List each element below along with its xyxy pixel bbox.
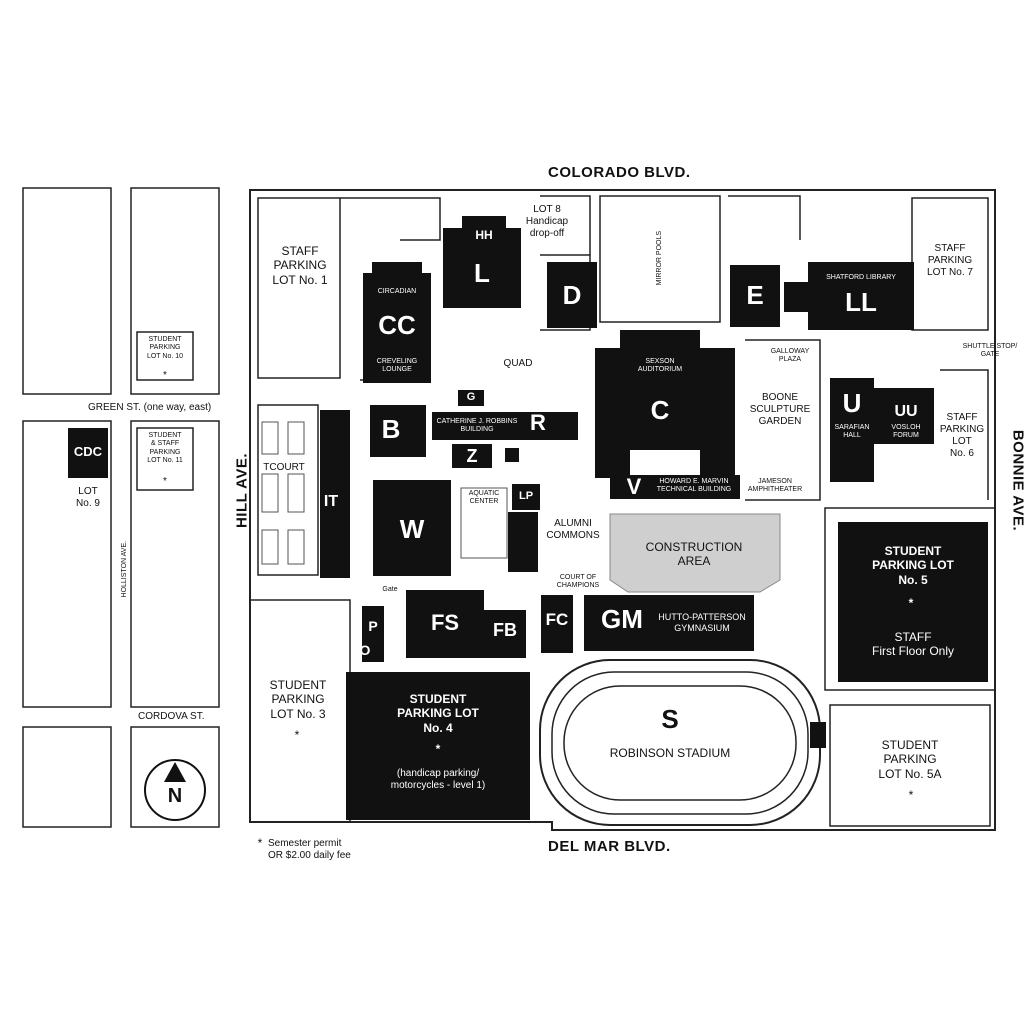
street-holliston: HOLLISTON AVE. bbox=[120, 540, 128, 598]
lot-5-star: * bbox=[908, 596, 914, 610]
label-creveling: CREVELING LOUNGE bbox=[376, 358, 418, 374]
label-sarafian: SARAFIAN HALL bbox=[834, 424, 870, 440]
label-construction: CONSTRUCTION AREA bbox=[645, 540, 743, 569]
building-ll[interactable]: LL bbox=[845, 287, 877, 317]
building-b[interactable]: B bbox=[381, 414, 401, 444]
lot-9: LOT No. 9 bbox=[76, 486, 100, 509]
street-bonnie: BONNIE AVE. bbox=[1009, 429, 1024, 532]
building-cc[interactable]: CC bbox=[378, 310, 416, 340]
lot-11-star: * bbox=[163, 476, 167, 487]
building-u[interactable]: U bbox=[842, 388, 862, 418]
label-marvin: HOWARD E. MARVIN TECHNICAL BUILDING bbox=[656, 478, 732, 494]
label-sexson: SEXSON AUDITORIUM bbox=[637, 358, 683, 374]
label-alumni: ALUMNI COMMONS bbox=[546, 518, 600, 541]
building-fs[interactable]: FS bbox=[430, 610, 460, 635]
label-court: COURT OF CHAMPIONS bbox=[556, 574, 600, 590]
building-o[interactable]: O bbox=[359, 642, 371, 658]
building-it[interactable]: IT bbox=[320, 492, 342, 512]
building-c[interactable]: C bbox=[650, 395, 670, 425]
building-w[interactable]: W bbox=[399, 514, 425, 544]
block-lot-11 bbox=[130, 420, 220, 708]
street-colorado: COLORADO BLVD. bbox=[548, 164, 691, 181]
label-aquatic: AQUATIC CENTER bbox=[468, 490, 500, 506]
student-lot-10: STUDENT PARKING LOT No. 10 bbox=[146, 336, 184, 360]
block-sw bbox=[22, 726, 112, 828]
label-boone: BOONE SCULPTURE GARDEN bbox=[749, 392, 811, 427]
building-gm[interactable]: GM bbox=[601, 604, 643, 634]
staff-lot-6: STAFF PARKING LOT No. 6 bbox=[939, 412, 985, 459]
north-letter: N bbox=[167, 785, 183, 807]
label-vosloh: VOSLOH FORUM bbox=[891, 424, 921, 440]
legend-note: Semester permit OR $2.00 daily fee bbox=[268, 838, 351, 861]
lot-8: LOT 8 Handicap drop-off bbox=[525, 204, 569, 239]
label-quad: QUAD bbox=[503, 358, 533, 369]
label-shuttle: SHUTTLE STOP/ GATE bbox=[962, 343, 1018, 359]
building-hh[interactable]: HH bbox=[475, 228, 493, 242]
building-fc[interactable]: FC bbox=[545, 610, 569, 629]
lot-3-star: * bbox=[294, 728, 300, 742]
building-cdc[interactable]: CDC bbox=[73, 444, 103, 459]
street-hill: HILL AVE. bbox=[233, 452, 251, 529]
block-lot-10 bbox=[130, 187, 220, 395]
building-z[interactable]: Z bbox=[466, 446, 478, 466]
label-robbins: CATHERINE J. ROBBINS BUILDING bbox=[436, 418, 518, 434]
building-lp[interactable]: LP bbox=[518, 490, 534, 502]
street-del-mar: DEL MAR BLVD. bbox=[548, 838, 671, 855]
lot-10-star: * bbox=[163, 370, 167, 381]
label-shatford: SHATFORD LIBRARY bbox=[826, 274, 896, 281]
building-e[interactable]: E bbox=[746, 280, 764, 310]
block-lot-9 bbox=[22, 420, 112, 708]
note-star: * bbox=[257, 836, 263, 850]
street-green: GREEN ST. (one way, east) bbox=[88, 402, 212, 413]
building-fb[interactable]: FB bbox=[493, 620, 517, 640]
staff-lot-1: STAFF PARKING LOT No. 1 bbox=[272, 244, 328, 287]
building-s[interactable]: S bbox=[661, 704, 679, 734]
building-g[interactable]: G bbox=[466, 391, 476, 403]
building-r[interactable]: R bbox=[530, 410, 546, 435]
label-mirror-pools: MIRROR POOLS bbox=[655, 230, 663, 286]
lot-4-note: (handicap parking/ motorcycles - level 1… bbox=[390, 768, 486, 791]
lot-5a-star: * bbox=[908, 788, 914, 802]
label-galloway: GALLOWAY PLAZA bbox=[770, 348, 810, 364]
label-hutto: HUTTO-PATTERSON GYMNASIUM bbox=[658, 612, 746, 633]
block-north-arrow bbox=[130, 726, 220, 828]
building-l[interactable]: L bbox=[474, 258, 490, 288]
student-lot-5: STUDENT PARKING LOT No. 5 bbox=[872, 544, 954, 587]
student-lot-4: STUDENT PARKING LOT No. 4 bbox=[397, 692, 479, 735]
student-lot-5a: STUDENT PARKING LOT No. 5A bbox=[878, 738, 942, 781]
staff-lot-7: STAFF PARKING LOT No. 7 bbox=[927, 243, 973, 278]
label-jameson: JAMESON AMPHITHEATER bbox=[747, 478, 803, 494]
lot-5-note: STAFF First Floor Only bbox=[871, 630, 954, 659]
building-uu[interactable]: UU bbox=[894, 403, 918, 420]
building-v[interactable]: V bbox=[626, 474, 642, 499]
block-nw bbox=[22, 187, 112, 395]
label-circadian: CIRCADIAN bbox=[377, 288, 417, 295]
student-lot-3: STUDENT PARKING LOT No. 3 bbox=[269, 678, 327, 721]
street-cordova: CORDOVA ST. bbox=[138, 711, 205, 722]
label-tcourt: TCOURT bbox=[263, 462, 305, 473]
building-d[interactable]: D bbox=[562, 280, 582, 310]
lot-4-star: * bbox=[435, 742, 441, 756]
student-staff-lot-11: STUDENT & STAFF PARKING LOT No. 11 bbox=[147, 432, 183, 465]
label-stadium: ROBINSON STADIUM bbox=[609, 746, 731, 760]
building-p[interactable]: P bbox=[368, 618, 378, 634]
label-gate: Gate bbox=[382, 586, 398, 593]
